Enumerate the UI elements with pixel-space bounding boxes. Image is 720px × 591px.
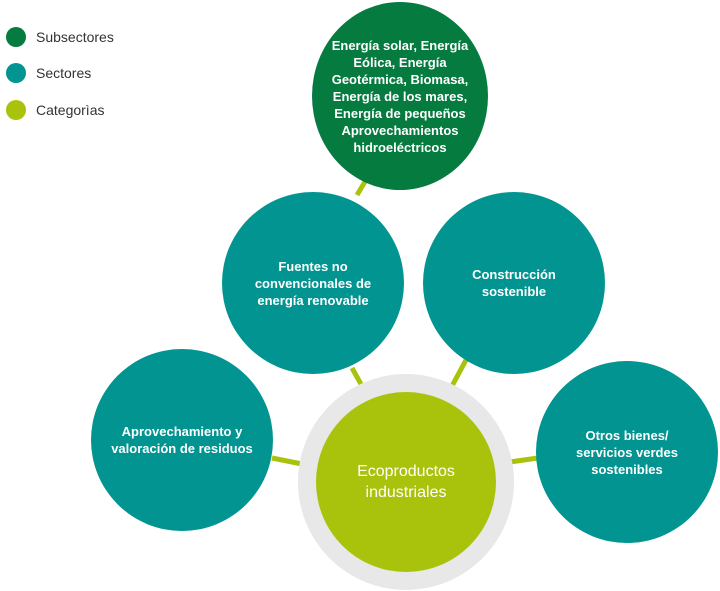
legend-item-sectores: Sectores bbox=[6, 62, 91, 84]
connector-aprovechamiento-center bbox=[271, 455, 303, 467]
sector-node-fuentes: Fuentes no convencionales de energía ren… bbox=[222, 192, 404, 374]
legend-item-subsectores: Subsectores bbox=[6, 26, 114, 48]
legend-dot-sectores bbox=[6, 63, 26, 83]
connector-construccion-center bbox=[449, 358, 469, 388]
sector-node-aprovechamiento-label: Aprovechamiento y valoración de residuos bbox=[111, 424, 253, 456]
subsector-node: Energía solar, Energía Eólica, Energía G… bbox=[312, 2, 488, 190]
sector-node-otros: Otros bienes/ servicios verdes sostenibl… bbox=[536, 361, 718, 543]
legend-label-sectores: Sectores bbox=[36, 65, 92, 81]
sector-node-fuentes-label: Fuentes no convencionales de energía ren… bbox=[254, 258, 372, 308]
subsector-node-label: Energía solar, Energía Eólica, Energía G… bbox=[331, 37, 469, 155]
sector-node-otros-label: Otros bienes/ servicios verdes sostenibl… bbox=[576, 427, 678, 477]
sector-node-construccion-label: Construcción sostenible bbox=[472, 267, 556, 299]
connector-otros-center bbox=[509, 455, 539, 465]
legend-label-subsectores: Subsectores bbox=[36, 29, 114, 45]
legend-item-categorias: Categorìas bbox=[6, 99, 104, 121]
legend-dot-subsectores bbox=[6, 27, 26, 47]
category-node-center: Ecoproductos industriales bbox=[316, 392, 496, 572]
legend-label-categorias: Categorìas bbox=[36, 102, 105, 118]
connector-subsector-fuentes bbox=[354, 178, 369, 197]
category-node-center-label: Ecoproductos industriales bbox=[357, 463, 455, 501]
legend-dot-categorias bbox=[6, 100, 26, 120]
sector-node-aprovechamiento: Aprovechamiento y valoración de residuos bbox=[91, 349, 273, 531]
sector-node-construccion: Construcción sostenible bbox=[423, 192, 605, 374]
